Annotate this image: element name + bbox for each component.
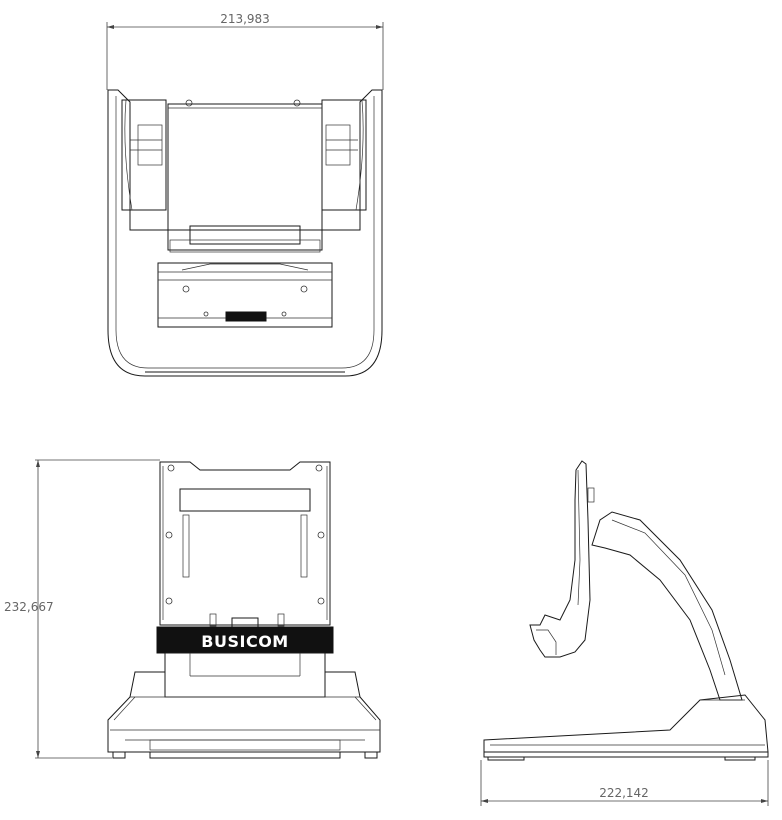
front-brand-band: BUSICOM — [156, 626, 334, 654]
top-width-dimension: 213,983 — [106, 12, 384, 90]
front-monitor — [159, 461, 331, 628]
side-arm — [591, 511, 743, 701]
top-monitor-body — [167, 99, 323, 253]
front-base — [107, 671, 381, 759]
top-right-arm — [321, 99, 367, 211]
front-height-label: 232,667 — [4, 600, 54, 614]
front-height-dimension: 232,667 — [4, 459, 160, 759]
brand-logo: BUSICOM — [201, 632, 288, 651]
side-base — [483, 694, 769, 761]
side-monitor-profile — [529, 460, 595, 658]
front-view: 232,667 BUSICOM — [4, 459, 381, 759]
top-base-outline — [107, 89, 383, 377]
top-left-arm — [121, 99, 167, 211]
top-view: 213,983 — [106, 12, 384, 377]
top-width-label: 213,983 — [220, 12, 270, 26]
top-connector-block — [157, 262, 333, 328]
side-depth-label: 222,142 — [599, 786, 649, 800]
side-depth-dimension: 222,142 — [480, 760, 769, 806]
side-view: 222,142 — [480, 460, 769, 806]
front-neck — [164, 652, 326, 698]
